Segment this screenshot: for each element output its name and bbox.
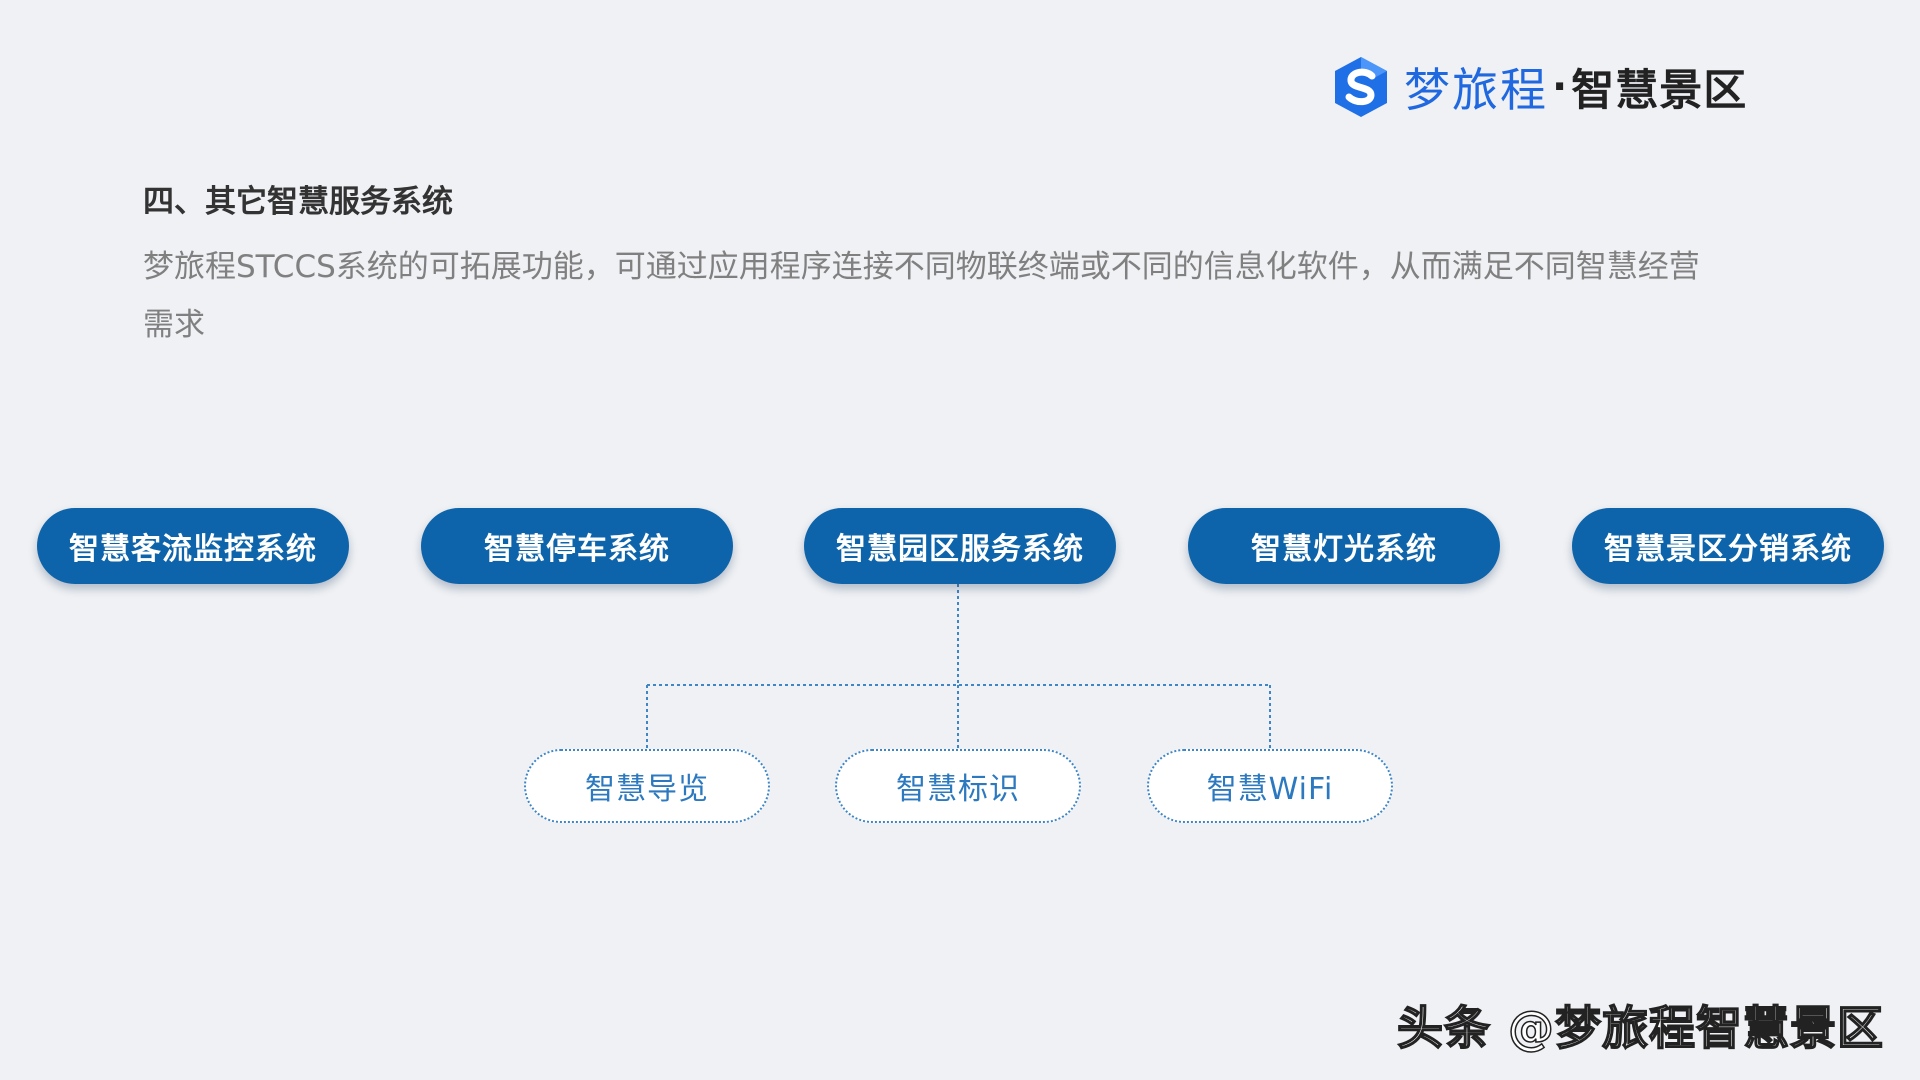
subsystem-wifi: 智慧WiFi <box>1147 749 1393 823</box>
system-parking: 智慧停车系统 <box>421 508 733 584</box>
logo-separator: · <box>1552 64 1568 110</box>
subsystem-guide: 智慧导览 <box>524 749 770 823</box>
subsystem-signage: 智慧标识 <box>835 749 1081 823</box>
logo-brand-text: 梦旅程 <box>1404 63 1548 117</box>
section-description: 梦旅程STCCS系统的可拓展功能，可通过应用程序连接不同物联终端或不同的信息化软… <box>143 249 1700 343</box>
system-passenger-flow-monitoring: 智慧客流监控系统 <box>37 508 349 584</box>
system-lighting: 智慧灯光系统 <box>1188 508 1500 584</box>
logo-suffix-text: 智慧景区 <box>1571 66 1748 116</box>
section-heading: 四、其它智慧服务系统 <box>143 184 453 220</box>
brand-logo: 梦旅程 · 智慧景区 <box>1330 52 1747 122</box>
system-distribution: 智慧景区分销系统 <box>1572 508 1884 584</box>
watermark-text: 头条 @梦旅程智慧景区 <box>1396 1000 1884 1056</box>
system-park-services: 智慧园区服务系统 <box>804 508 1116 584</box>
s-hexagon-icon <box>1335 57 1387 117</box>
